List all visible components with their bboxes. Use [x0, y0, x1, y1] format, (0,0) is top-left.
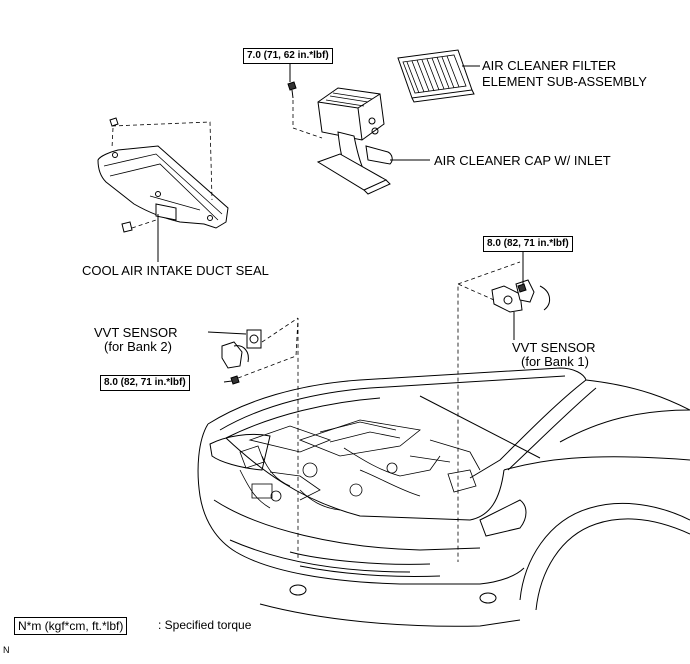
air-cleaner-cap	[316, 87, 393, 195]
torque-vvt-bank1-bolt: 8.0 (82, 71 in.*lbf)	[483, 236, 573, 252]
vehicle-body	[197, 367, 690, 627]
vvt-bank1-label-line2: (for Bank 1)	[521, 354, 589, 369]
filter-label-line1: AIR CLEANER FILTER	[482, 58, 617, 73]
vvt-sensor-bank2	[221, 329, 262, 369]
legend-unit-box: N*m (kgf*cm, ft.*lbf)	[14, 617, 128, 635]
cap-label: AIR CLEANER CAP W/ INLET	[434, 153, 611, 168]
air-cleaner-filter-element	[397, 49, 475, 103]
torque-vvt-bank2-bolt: 8.0 (82, 71 in.*lbf)	[100, 375, 190, 391]
vvt-bank2-label-line1: VVT SENSOR	[94, 325, 178, 340]
vvt-bank2-bolt	[230, 375, 240, 385]
air-cleaner-bolt	[287, 81, 297, 99]
torque-air-cleaner-bolt: 7.0 (71, 62 in.*lbf)	[243, 48, 333, 64]
duct-seal-clip-bottom	[121, 221, 133, 233]
engine-compartment	[239, 419, 481, 511]
legend-description: : Specified torque	[158, 618, 252, 632]
figure-code: N	[3, 645, 10, 655]
vvt-bank1-bolt	[517, 283, 527, 293]
vvt-bank2-label-line2: (for Bank 2)	[104, 339, 172, 354]
vvt-bank1-label-line1: VVT SENSOR	[512, 340, 596, 355]
duct-seal-clip-top	[109, 117, 119, 127]
cool-air-intake-duct-seal	[97, 145, 229, 229]
duct-seal-label: COOL AIR INTAKE DUCT SEAL	[82, 263, 269, 278]
filter-label-line2: ELEMENT SUB-ASSEMBLY	[482, 74, 647, 89]
